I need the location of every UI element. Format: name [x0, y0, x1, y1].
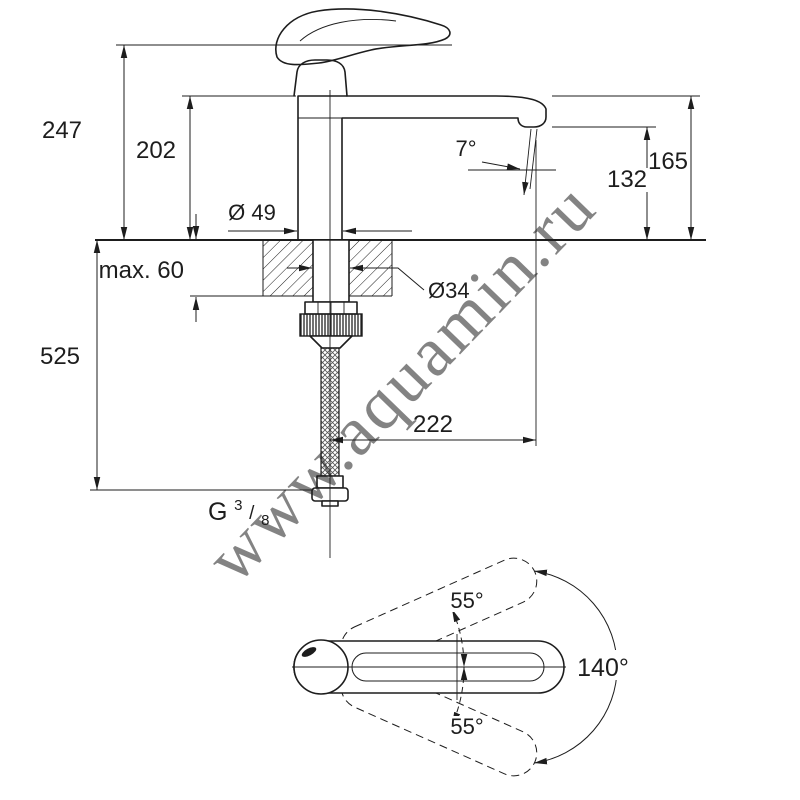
- handle-top-view: 140° 55° 55°: [292, 557, 640, 777]
- dim-body-height-label: 202: [136, 137, 176, 164]
- dim-deck-thickness-label: max. 60: [99, 257, 184, 284]
- dim-spout-height: 165: [552, 95, 700, 240]
- dim-outlet-height-label: 132: [607, 166, 647, 193]
- dim-swivel-lower-label: 55°: [450, 714, 483, 739]
- dim-deck-thickness: max. 60: [99, 214, 200, 322]
- dim-outlet-height: 132: [552, 126, 656, 240]
- dim-spout-height-label: 165: [648, 148, 688, 175]
- dim-reach-label: 222: [413, 411, 453, 438]
- dim-total-height-label: 247: [42, 117, 82, 144]
- mounting-nut: [299, 301, 363, 349]
- dim-spout-angle-label: 7°: [455, 136, 476, 161]
- dim-below-deck-label: 525: [40, 343, 80, 370]
- dim-below-deck: 525: [40, 240, 312, 491]
- mounting-shank: [312, 239, 350, 303]
- handle-cap-slot: [301, 647, 317, 657]
- dim-thread-label: G 3 / 8: [208, 489, 269, 529]
- dim-swivel-upper: 55°: [444, 588, 490, 668]
- faucet-side-view: [95, 8, 706, 558]
- water-stream: [522, 128, 538, 196]
- dim-base-diameter: Ø 49: [228, 200, 412, 235]
- lever-thumb-line: [299, 19, 397, 42]
- dim-spout-angle: 7°: [455, 136, 556, 171]
- dim-swivel-upper-label: 55°: [450, 588, 483, 613]
- dimensions-side-view: 247 202 165 132 7°: [40, 44, 700, 529]
- dim-base-diameter-label: Ø 49: [228, 200, 276, 225]
- lever-handle: [275, 8, 451, 66]
- faucet-body-and-spout: [297, 95, 547, 241]
- dim-body-height: 202: [136, 95, 296, 240]
- dim-total-height: 247: [42, 44, 452, 240]
- dim-swivel-total: 140°: [533, 569, 640, 765]
- handle-cap: [293, 59, 348, 97]
- watermark-text: www.aquamin.ru: [192, 167, 611, 597]
- dim-swivel-total-label: 140°: [577, 654, 629, 682]
- dim-swivel-lower: 55°: [444, 666, 490, 739]
- dim-reach: 222: [330, 140, 537, 446]
- dim-shank-diameter-label: Ø34: [428, 278, 470, 303]
- dim-shank-diameter: Ø34: [287, 264, 470, 303]
